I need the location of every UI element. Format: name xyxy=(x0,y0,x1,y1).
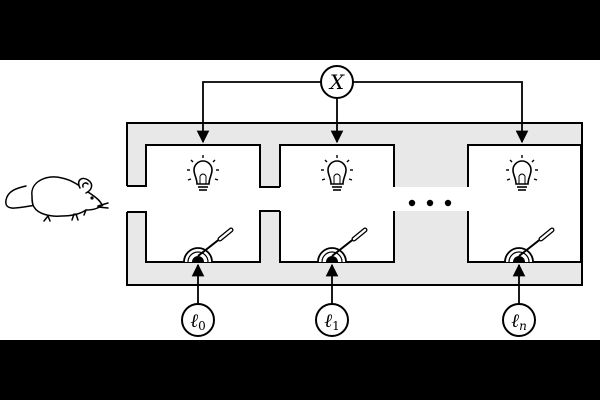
lightbulb-icon xyxy=(321,155,353,191)
input-node-0-sub: 0 xyxy=(198,319,206,333)
lever-switch-icon xyxy=(504,227,555,263)
svg-text:ℓn: ℓn xyxy=(511,310,527,333)
letterbox-bottom xyxy=(0,340,600,400)
mouse-icon xyxy=(5,176,109,222)
ellipsis-icon xyxy=(408,199,452,207)
input-node-1-base: ℓ xyxy=(324,310,332,332)
arrow-x-to-room-0 xyxy=(196,81,321,144)
lever-switch-icon xyxy=(183,227,234,263)
x-arrows xyxy=(196,81,529,144)
input-node-0-base: ℓ xyxy=(190,310,198,332)
letterbox-top xyxy=(0,0,600,60)
input-node-0: ℓ0 xyxy=(181,263,215,337)
lightbulb-icon xyxy=(506,155,538,191)
input-node-1-sub: 1 xyxy=(332,319,340,333)
svg-text:ℓ0: ℓ0 xyxy=(190,310,206,333)
input-node-1: ℓ1 xyxy=(315,263,349,337)
lightbulb-icon xyxy=(187,155,219,191)
arrow-x-to-room-n xyxy=(353,81,529,144)
svg-text:ℓ1: ℓ1 xyxy=(324,310,340,333)
input-node-n: ℓn xyxy=(502,263,536,337)
x-node-label: X xyxy=(328,70,345,94)
input-node-n-base: ℓ xyxy=(511,310,519,332)
x-node: X xyxy=(320,65,354,99)
lever-switch-icon xyxy=(317,227,368,263)
input-node-n-sub: n xyxy=(519,319,527,333)
